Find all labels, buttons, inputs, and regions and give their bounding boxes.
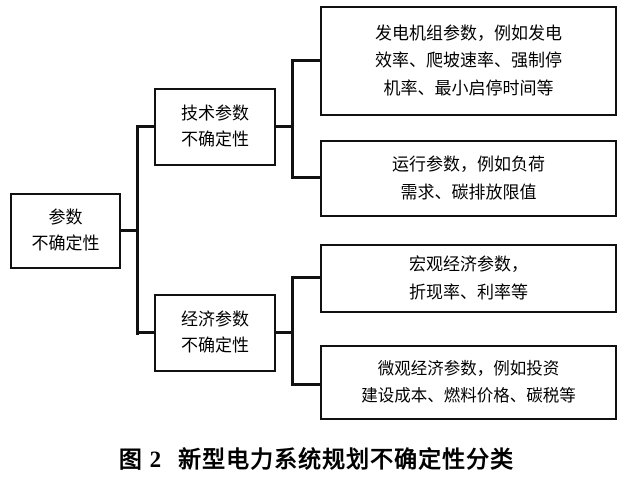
connector-economic-trunk: [291, 276, 294, 386]
node-generator-parameters-line-3: 机率、最小启停时间等: [383, 78, 554, 98]
node-operation-parameters-line-1: 运行参数，例如负荷: [392, 154, 545, 174]
node-root-line-2: 不确定性: [31, 234, 100, 253]
node-root-parameter-uncertainty: 参数 不确定性: [10, 193, 121, 269]
figure-caption: 图 2 新型电力系统规划不确定性分类: [0, 440, 633, 474]
figure-caption-title: 新型电力系统规划不确定性分类: [178, 447, 515, 472]
node-macroeconomic-parameters-line-1: 宏观经济参数，: [409, 254, 528, 274]
connector-economic-to-leaf-4: [291, 383, 322, 386]
node-generator-parameters-line-2: 效率、爬坡速率、强制停: [375, 51, 562, 71]
connector-technical-trunk: [291, 59, 294, 179]
node-operation-parameters: 运行参数，例如负荷 需求、碳排放限值: [320, 140, 617, 217]
node-technical-line-2: 不确定性: [181, 130, 249, 149]
connector-root-to-economic: [136, 331, 156, 334]
node-macroeconomic-parameters: 宏观经济参数， 折现率、利率等: [320, 244, 617, 313]
node-generator-parameters: 发电机组参数，例如发电 效率、爬坡速率、强制停 机率、最小启停时间等: [320, 6, 617, 116]
node-economic-line-1: 经济参数: [181, 309, 249, 329]
connector-root-stub: [121, 229, 139, 232]
uncertainty-classification-diagram: 参数 不确定性 技术参数 不确定性 经济参数 不确定性 发电机组参数，例如发电 …: [10, 6, 617, 420]
node-generator-parameters-line-1: 发电机组参数，例如发电: [375, 23, 562, 43]
node-microeconomic-parameters: 微观经济参数，例如投资 建设成本、燃料价格、碳税等: [320, 345, 617, 420]
node-operation-parameters-line-2: 需求、碳排放限值: [400, 182, 537, 202]
node-microeconomic-parameters-line-1: 微观经济参数，例如投资: [377, 358, 560, 378]
node-root-line-1: 参数: [48, 207, 83, 227]
connector-technical-to-leaf-2: [291, 176, 322, 179]
node-economic-parameter-uncertainty: 经济参数 不确定性: [154, 294, 276, 372]
connector-economic-to-leaf-3: [291, 276, 322, 279]
connector-technical-stub: [275, 125, 293, 128]
connector-technical-to-leaf-1: [291, 59, 322, 62]
connector-root-to-technical: [136, 125, 156, 128]
node-macroeconomic-parameters-line-2: 折现率、利率等: [409, 282, 528, 302]
node-microeconomic-parameters-line-2: 建设成本、燃料价格、碳税等: [361, 385, 576, 405]
node-economic-line-2: 不确定性: [181, 336, 249, 355]
node-technical-line-1: 技术参数: [181, 103, 249, 123]
figure-caption-label: 图 2: [118, 447, 163, 472]
connector-root-trunk: [136, 125, 139, 335]
connector-economic-stub: [275, 331, 293, 334]
node-technical-parameter-uncertainty: 技术参数 不确定性: [154, 88, 276, 166]
